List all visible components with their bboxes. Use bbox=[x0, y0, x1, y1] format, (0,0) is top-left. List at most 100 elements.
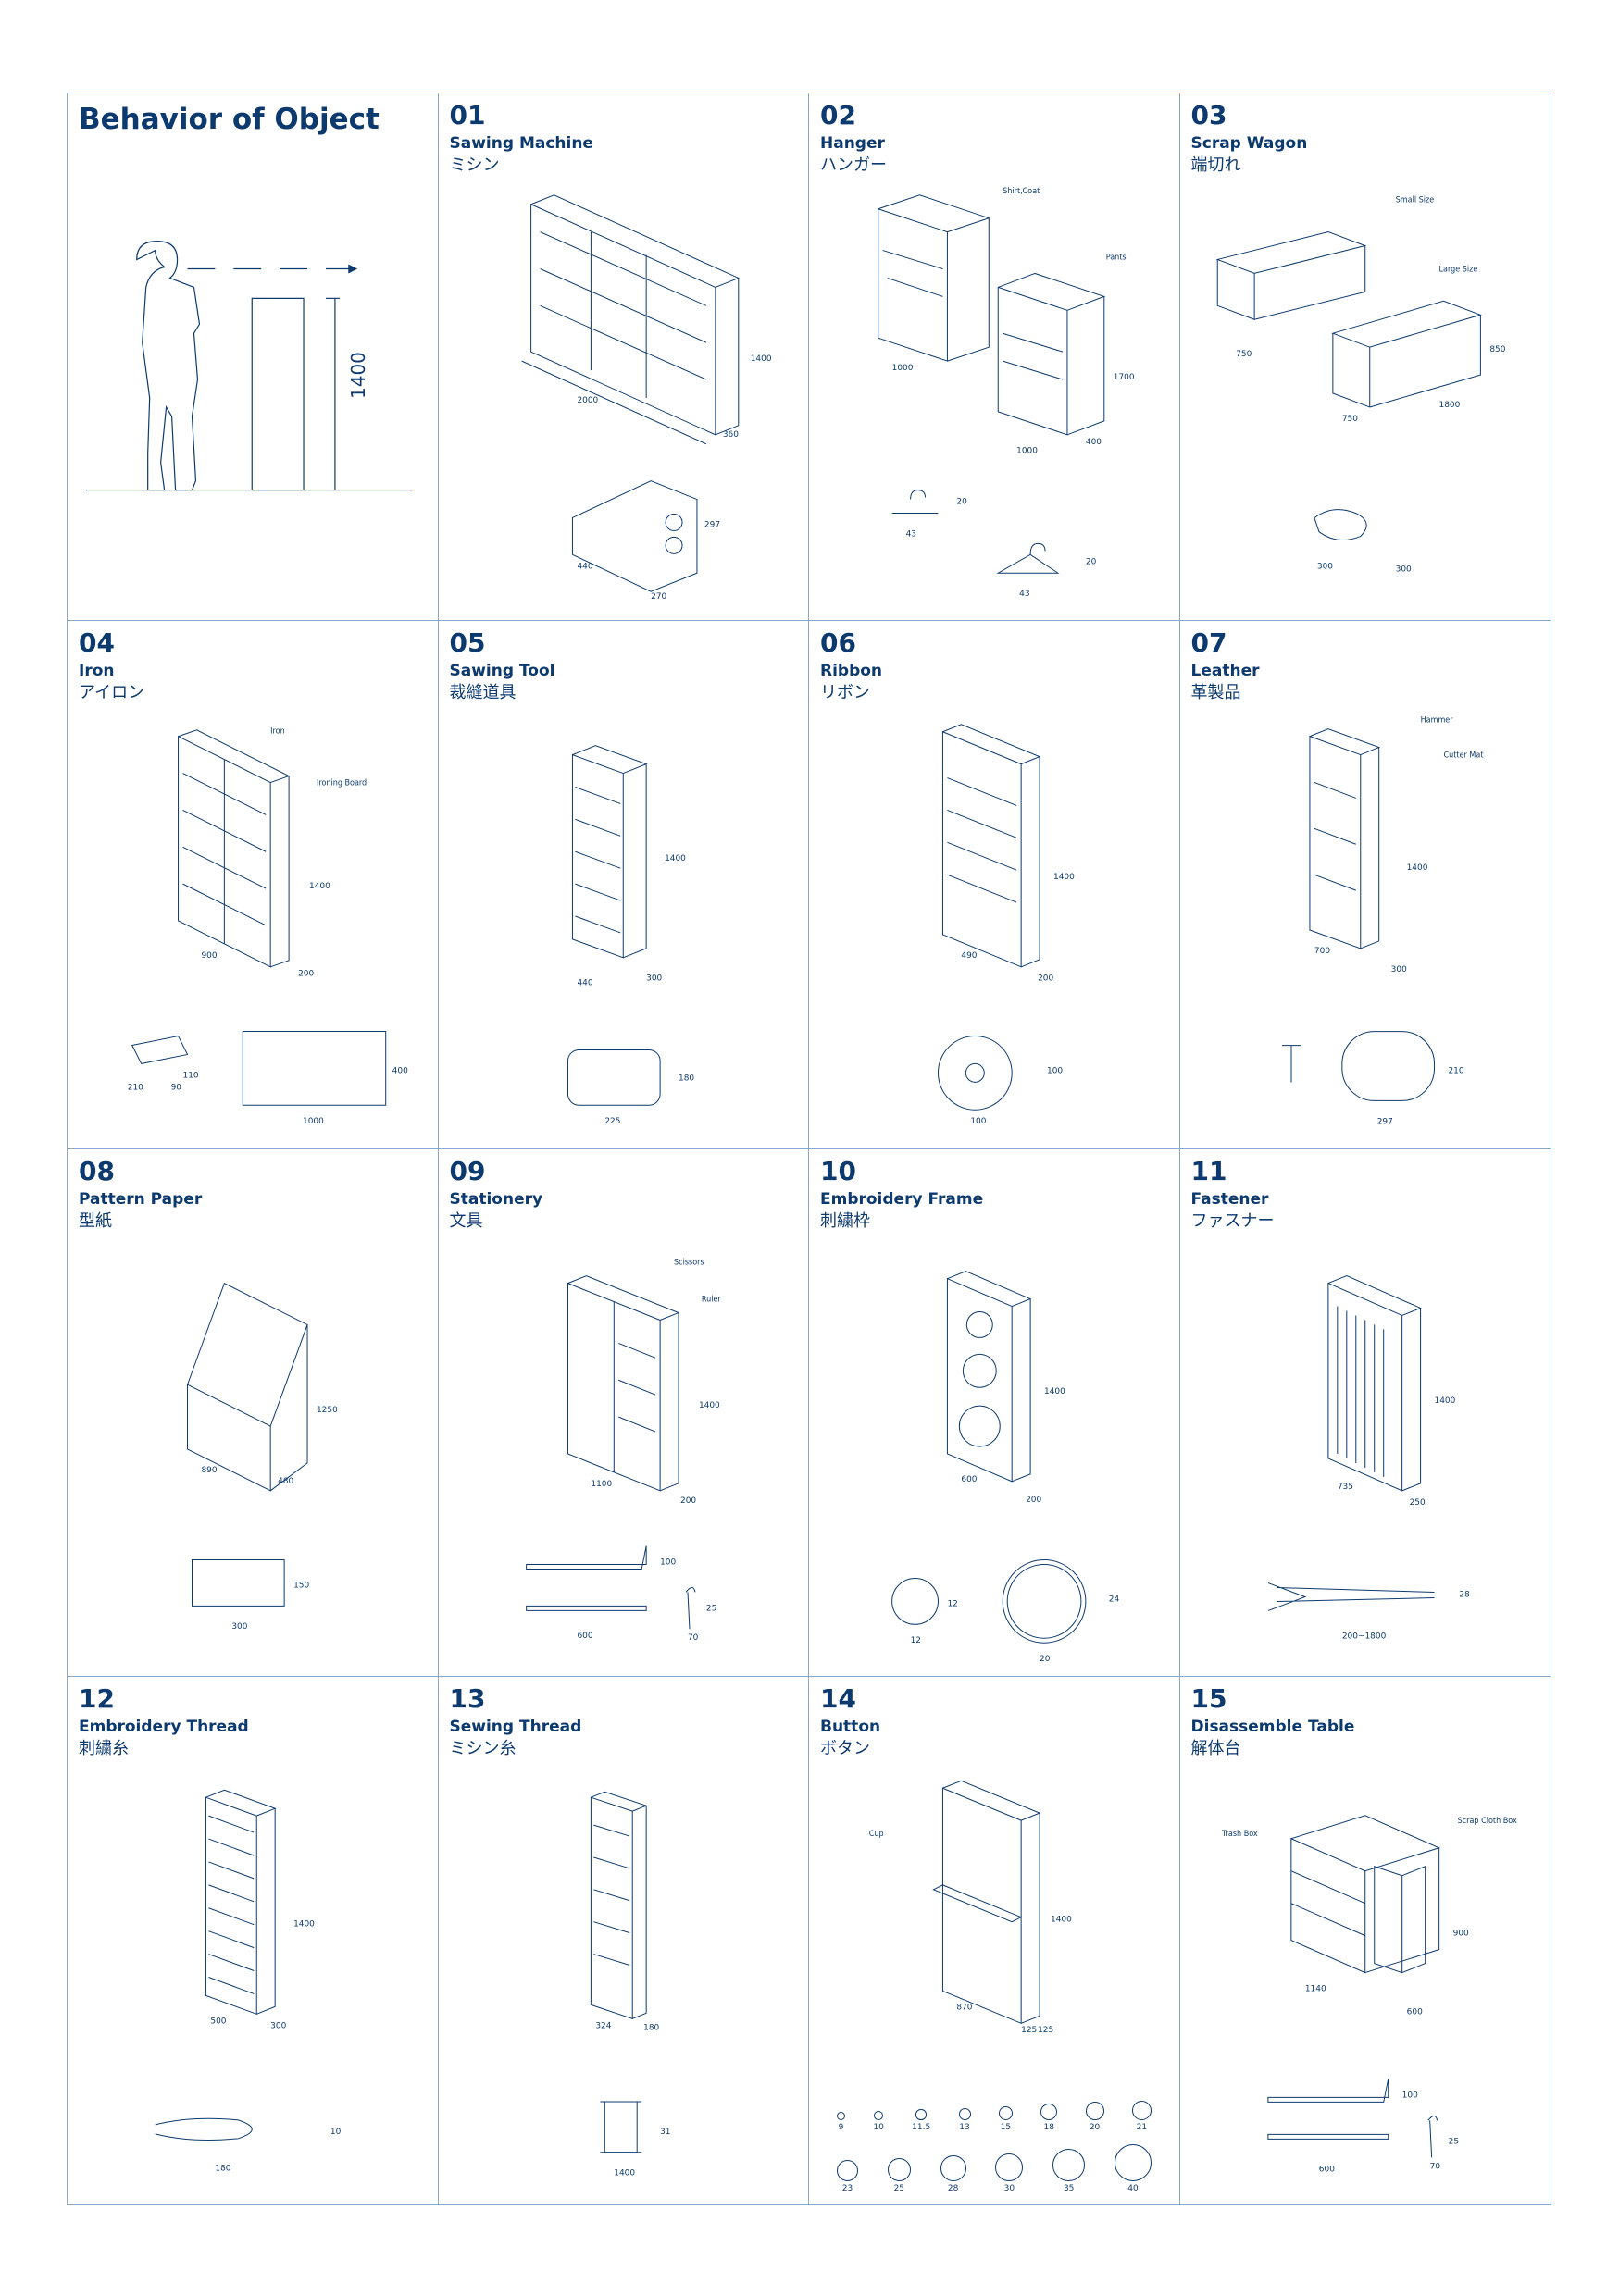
svg-text:20: 20 bbox=[956, 498, 967, 507]
person-height-figure bbox=[68, 93, 438, 620]
svg-text:Ironing Board: Ironing Board bbox=[317, 779, 367, 788]
item-name-en: Button bbox=[820, 1717, 881, 1736]
object-grid: Behavior of Object 1400 01 Sawing Machin… bbox=[67, 93, 1551, 2205]
item-cell-08: 08 Pattern Paper 型紙 890 480 1250 300 150 bbox=[68, 1148, 439, 1677]
svg-text:900: 900 bbox=[201, 951, 217, 961]
pattern-paper-dims: 890 480 1250 300 150 bbox=[201, 1406, 338, 1632]
svg-text:300: 300 bbox=[231, 1622, 247, 1632]
svg-text:25: 25 bbox=[705, 1604, 716, 1613]
button-size-label: 28 bbox=[947, 2183, 959, 2193]
svg-text:700: 700 bbox=[1314, 947, 1329, 956]
disassemble-table-labels: Trash Box Scrap Cloth Box 1140 600 900 6… bbox=[1220, 1817, 1516, 2175]
svg-text:Large Size: Large Size bbox=[1438, 265, 1477, 274]
item-name-jp: 端切れ bbox=[1190, 155, 1241, 175]
svg-text:500: 500 bbox=[210, 2017, 226, 2026]
svg-text:1400: 1400 bbox=[750, 354, 771, 364]
item-name-en: Scrap Wagon bbox=[1190, 134, 1308, 153]
button-size-item: 28 bbox=[940, 2154, 966, 2193]
item-name-en: Leather bbox=[1190, 662, 1260, 681]
svg-text:1400: 1400 bbox=[1053, 873, 1075, 882]
button-circle-icon bbox=[1040, 2103, 1058, 2120]
button-size-item: 21 bbox=[1131, 2100, 1152, 2132]
item-name-jp: 文具 bbox=[449, 1210, 483, 1231]
sawing-tool-dims: 440 300 1400 225 180 bbox=[577, 854, 694, 1126]
item-cell-10: 10 Embroidery Frame 刺繍枠 600 200 1400 12 … bbox=[809, 1148, 1180, 1677]
button-circle-icon bbox=[887, 2157, 911, 2181]
button-circle-icon bbox=[874, 2110, 884, 2120]
svg-text:225: 225 bbox=[604, 1117, 620, 1126]
item-cell-09: 09 Stationery 文具 Scissors Ruler 1100 200… bbox=[438, 1148, 809, 1677]
button-circle-icon bbox=[837, 2111, 845, 2120]
item-number: 03 bbox=[1190, 100, 1227, 130]
hanger-labels: Shirt,Coat Pants 1000 1000 400 1700 43 2… bbox=[892, 187, 1135, 599]
svg-text:150: 150 bbox=[293, 1581, 309, 1590]
item-name-jp: ボタン bbox=[820, 1738, 870, 1758]
svg-text:100: 100 bbox=[1401, 2091, 1417, 2100]
svg-text:20: 20 bbox=[1040, 1655, 1051, 1664]
button-labels: Cup 870 125 125 1400 bbox=[869, 1830, 1072, 2035]
object-block bbox=[252, 298, 304, 490]
item-name-jp: 型紙 bbox=[79, 1210, 112, 1231]
button-size-label: 40 bbox=[1127, 2183, 1139, 2193]
svg-text:850: 850 bbox=[1489, 345, 1505, 354]
svg-text:297: 297 bbox=[704, 520, 719, 529]
intro-cell: Behavior of Object 1400 bbox=[68, 93, 439, 622]
item-name-en: Ribbon bbox=[820, 662, 883, 681]
item-name-jp: ミシン bbox=[449, 155, 500, 175]
svg-text:1400: 1400 bbox=[614, 2168, 635, 2178]
svg-text:Scrap Cloth Box: Scrap Cloth Box bbox=[1457, 1817, 1516, 1826]
button-size-item: 35 bbox=[1052, 2148, 1086, 2193]
svg-text:1800: 1800 bbox=[1438, 401, 1460, 410]
svg-text:125: 125 bbox=[1021, 2026, 1037, 2035]
button-size-item: 9 bbox=[837, 2111, 845, 2132]
svg-text:24: 24 bbox=[1109, 1595, 1120, 1604]
svg-text:Small Size: Small Size bbox=[1395, 196, 1434, 205]
item-number: 05 bbox=[449, 627, 486, 659]
page-title: Behavior of Object bbox=[79, 103, 380, 136]
button-size-label: 9 bbox=[838, 2122, 844, 2132]
button-size-label: 23 bbox=[841, 2183, 853, 2193]
svg-text:297: 297 bbox=[1376, 1118, 1392, 1127]
svg-text:Cup: Cup bbox=[869, 1830, 884, 1839]
button-size-item: 15 bbox=[998, 2105, 1013, 2132]
item-name-en: Embroidery Frame bbox=[820, 1189, 984, 1209]
item-cell-03: 03 Scrap Wagon 端切れ Small Size Large Size… bbox=[1179, 93, 1551, 622]
item-cell-15: 15 Disassemble Table 解体台 Trash Box Scrap… bbox=[1180, 1677, 1551, 2204]
item-number: 12 bbox=[79, 1682, 115, 1714]
item-name-en: Hanger bbox=[820, 134, 885, 153]
sewing-thread-dims: 324 180 1400 31 bbox=[595, 2021, 670, 2178]
item-name-jp: 刺繍枠 bbox=[820, 1210, 870, 1231]
svg-text:250: 250 bbox=[1409, 1497, 1425, 1507]
svg-text:600: 600 bbox=[1406, 2007, 1422, 2017]
height-dim-label: 1400 bbox=[347, 352, 369, 399]
button-circle-icon bbox=[837, 2159, 858, 2181]
item-cell-13: 13 Sewing Thread ミシン糸 324 180 1400 31 bbox=[439, 1676, 809, 2204]
button-circle-icon bbox=[958, 2107, 971, 2120]
button-size-label: 13 bbox=[959, 2122, 970, 2132]
svg-text:300: 300 bbox=[646, 974, 662, 984]
button-size-label: 11.5 bbox=[912, 2122, 931, 2132]
sawing-machine-dims: 2000 360 1400 440 270 297 bbox=[577, 354, 771, 602]
item-name-en: Sawing Tool bbox=[449, 662, 555, 681]
svg-text:1400: 1400 bbox=[293, 1919, 315, 1929]
svg-text:200: 200 bbox=[298, 970, 314, 979]
ribbon-dims: 490 200 1400 100 100 bbox=[961, 873, 1075, 1126]
item-cell-02: 02 Hanger ハンガー Shirt,Coat Pants 1000 100… bbox=[809, 93, 1180, 622]
svg-text:1400: 1400 bbox=[1434, 1396, 1455, 1406]
svg-text:Shirt,Coat: Shirt,Coat bbox=[1003, 187, 1040, 196]
svg-text:1700: 1700 bbox=[1114, 373, 1135, 382]
svg-text:750: 750 bbox=[1341, 415, 1357, 424]
item-number: 08 bbox=[79, 1155, 115, 1186]
button-size-item: 18 bbox=[1040, 2103, 1058, 2132]
svg-text:300: 300 bbox=[1395, 565, 1411, 574]
button-size-item: 40 bbox=[1114, 2143, 1152, 2193]
svg-text:90: 90 bbox=[171, 1084, 182, 1093]
svg-text:735: 735 bbox=[1337, 1482, 1352, 1491]
item-number: 13 bbox=[449, 1682, 486, 1714]
item-name-en: Iron bbox=[79, 662, 115, 681]
svg-text:70: 70 bbox=[1429, 2162, 1440, 2171]
iron-illustration bbox=[68, 621, 438, 1148]
svg-text:600: 600 bbox=[577, 1632, 592, 1641]
